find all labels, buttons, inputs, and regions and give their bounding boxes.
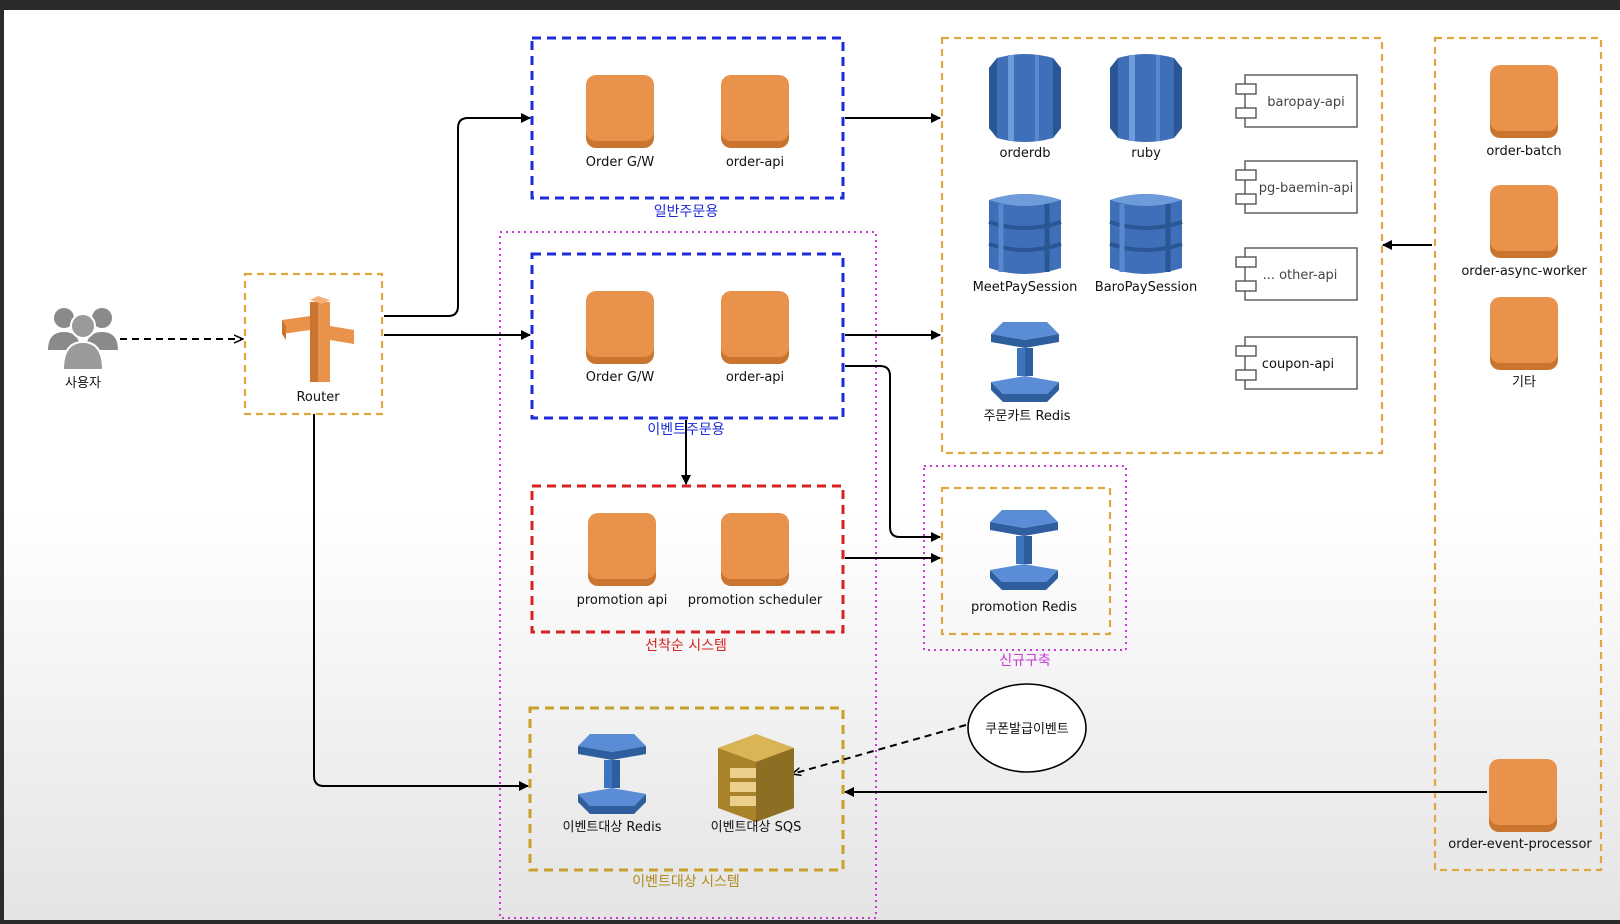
order-event-processor-label: order-event-processor [1448, 837, 1592, 852]
router-box [243, 272, 384, 416]
coupon-api-label: coupon-api [1262, 357, 1334, 372]
event-order-to-promotion-redis-arrow [845, 365, 941, 542]
order-gw-icon [586, 75, 654, 148]
router-to-event-target-arrow [313, 414, 529, 791]
baropay-api-label: baropay-api [1267, 95, 1344, 110]
router-to-normal-order-arrow [384, 113, 531, 317]
backend-box [940, 36, 1384, 455]
event-order-api-icon [721, 291, 789, 364]
promotion-caption: 선착순 시스템 [645, 638, 727, 654]
promotion-scheduler-label: promotion scheduler [688, 593, 823, 608]
meetpay-session-label: MeetPaySession [973, 280, 1078, 295]
pg-baemin-api-label: pg-baemin-api [1259, 181, 1353, 196]
ruby-label: ruby [1131, 146, 1161, 161]
order-async-worker-label: order-async-worker [1461, 264, 1587, 279]
event-order-api-label: order-api [726, 370, 784, 385]
event-order-box [530, 252, 845, 420]
event-target-redis-label: 이벤트대상 Redis [562, 820, 661, 835]
promotion-api-icon [588, 513, 656, 586]
orderdb-label: orderdb [1000, 146, 1051, 161]
coupon-event-label: 쿠폰발급이벤트 [985, 722, 1069, 737]
meetpay-session-icon [989, 194, 1061, 274]
normal-order-caption: 일반주문용 [654, 204, 719, 220]
promotion-redis-label: promotion Redis [971, 600, 1077, 615]
workers-box [1433, 36, 1603, 872]
order-async-worker-icon [1490, 185, 1558, 258]
sqs-icon [718, 734, 794, 822]
event-target-box [528, 706, 845, 872]
ruby-icon [1110, 54, 1182, 142]
user-label: 사용자 [65, 376, 101, 391]
orderdb-icon [989, 54, 1061, 142]
coupon-event-to-sqs-arrow [792, 724, 967, 774]
users-icon [48, 308, 118, 371]
etc-worker-icon [1490, 297, 1558, 370]
other-api-label: ... other-api [1263, 268, 1338, 283]
event-order-gw-label: Order G/W [586, 370, 655, 385]
coupon-event-ellipse [967, 683, 1087, 773]
event-order-gw-icon [586, 291, 654, 364]
new-build-caption: 신규구축 [999, 653, 1051, 669]
order-batch-icon [1490, 65, 1558, 138]
cart-redis-label: 주문카트 Redis [983, 409, 1070, 424]
diagram-background [4, 10, 1620, 920]
etc-worker-label: 기타 [1512, 375, 1536, 390]
event-order-caption: 이벤트주문용 [647, 422, 724, 438]
router-icon [282, 296, 354, 382]
router-label: Router [296, 390, 340, 405]
normal-order-gw-label: Order G/W [586, 155, 655, 170]
order-api-icon [721, 75, 789, 148]
promotion-api-label: promotion api [577, 593, 668, 608]
normal-order-box [530, 36, 845, 200]
baropay-session-icon [1110, 194, 1182, 274]
baropay-session-label: BaroPaySession [1095, 280, 1197, 295]
event-system-outline [499, 231, 877, 919]
promotion-box [530, 484, 845, 634]
promotion-scheduler-icon [721, 513, 789, 586]
event-target-caption: 이벤트대상 시스템 [632, 874, 740, 890]
new-build-box [940, 486, 1112, 636]
order-event-processor-icon [1489, 759, 1557, 832]
order-batch-label: order-batch [1486, 144, 1561, 159]
normal-order-api-label: order-api [726, 155, 784, 170]
event-target-sqs-label: 이벤트대상 SQS [711, 820, 802, 835]
